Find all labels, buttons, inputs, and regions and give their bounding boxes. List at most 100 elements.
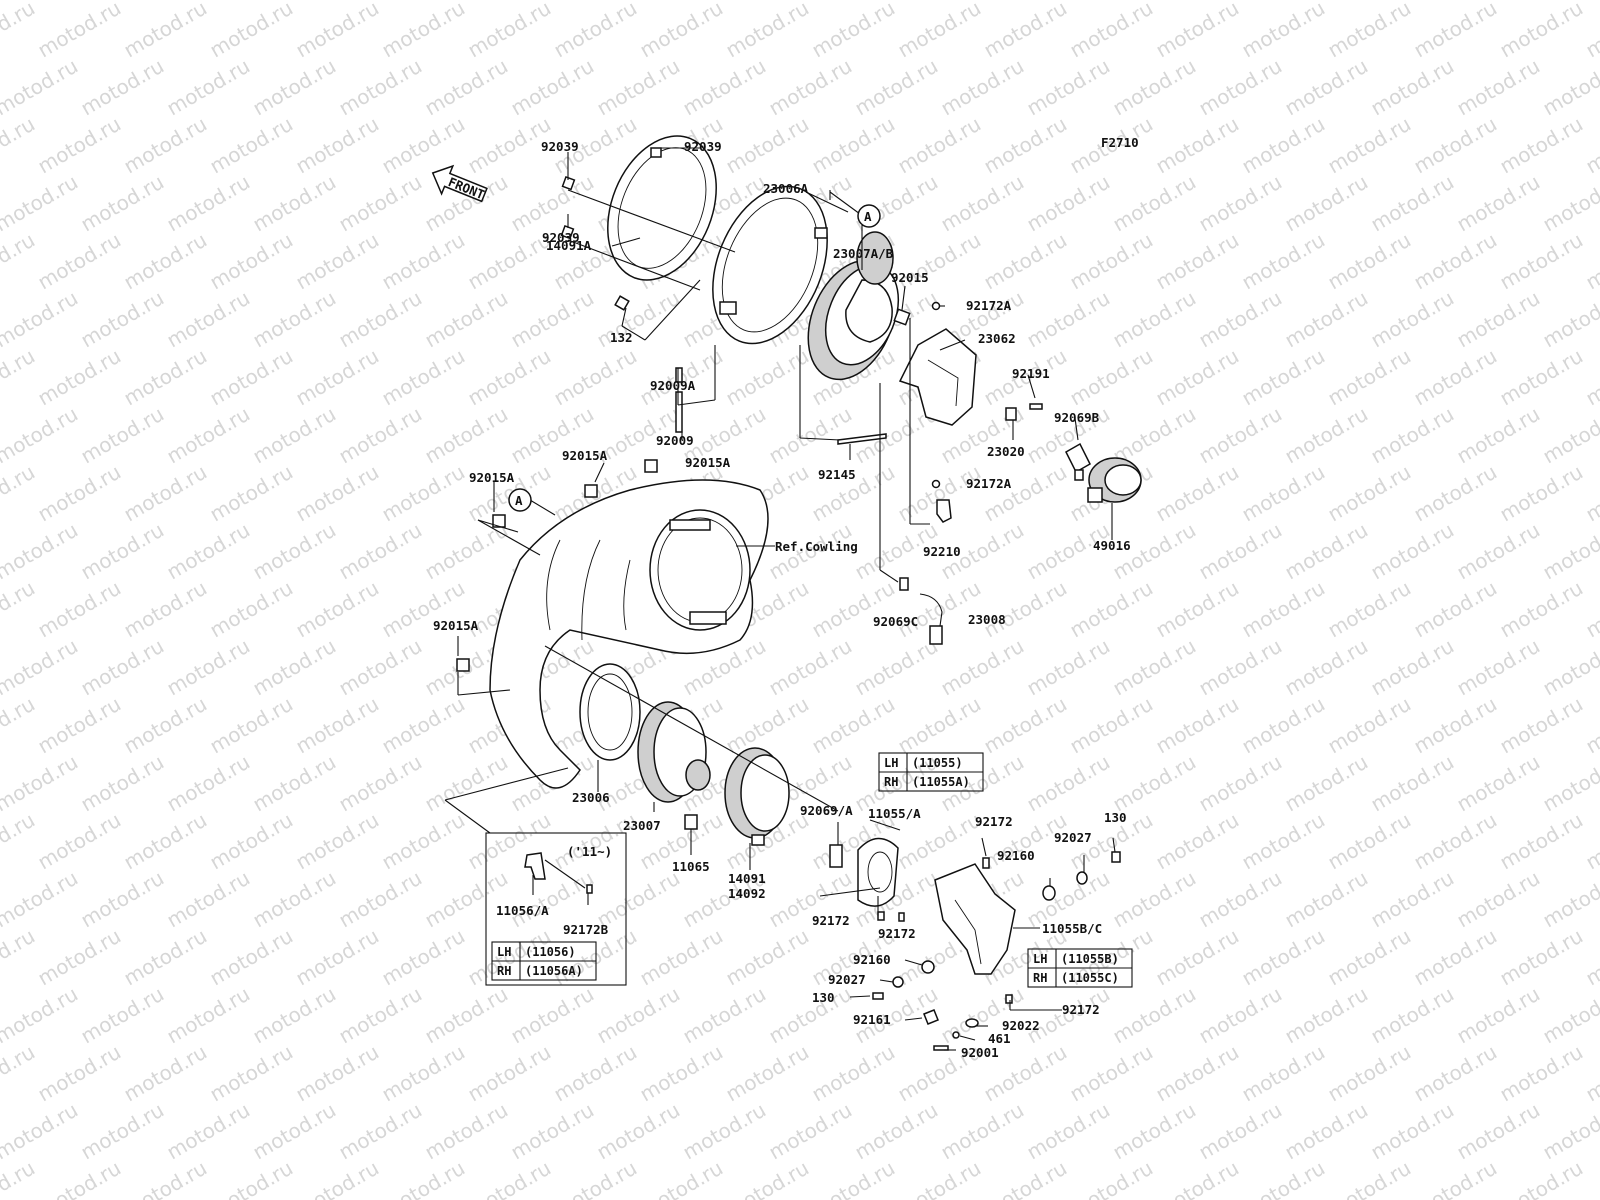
watermark-text: motod.ru [851, 1098, 942, 1165]
watermark-text: motod.ru [335, 402, 426, 469]
watermark-text: motod.ru [1195, 982, 1286, 1049]
watermark-text: motod.ru [937, 634, 1028, 701]
watermark-text: motod.ru [206, 576, 297, 643]
watermark-text: motod.ru [1453, 170, 1544, 237]
watermark-text: motod.ru [1410, 808, 1501, 875]
watermark-text: motod.ru [163, 866, 254, 933]
watermark-text: motod.ru [421, 286, 512, 353]
watermark-text: motod.ru [1582, 924, 1600, 991]
watermark-text: motod.ru [120, 228, 211, 295]
watermark-text: motod.ru [34, 1040, 125, 1107]
watermark-text: motod.ru [1238, 692, 1329, 759]
watermark-text: motod.ru [163, 750, 254, 817]
watermark-text: motod.ru [1023, 54, 1114, 121]
table-11056: LH (11056) RH (11056A) [491, 941, 597, 981]
watermark-text: motod.ru [808, 1156, 899, 1200]
watermark-text: motod.ru [1496, 1040, 1587, 1107]
watermark-text: motod.ru [937, 170, 1028, 237]
watermark-text: motod.ru [292, 460, 383, 527]
watermark-text: motod.ru [722, 692, 813, 759]
watermark-text: motod.ru [77, 402, 168, 469]
watermark-text: motod.ru [0, 402, 82, 469]
watermark-text: motod.ru [1023, 634, 1114, 701]
watermark-text: motod.ru [163, 286, 254, 353]
part-label-92027-a: 92027 [1054, 830, 1092, 845]
watermark-text: motod.ru [1496, 112, 1587, 179]
watermark-text: motod.ru [335, 54, 426, 121]
watermark-text: motod.ru [1238, 1040, 1329, 1107]
table-11056-side-0: LH [497, 945, 511, 959]
watermark-text: motod.ru [722, 924, 813, 991]
watermark-text: motod.ru [1238, 808, 1329, 875]
watermark-text: motod.ru [937, 982, 1028, 1049]
watermark-text: motod.ru [1410, 0, 1501, 62]
watermark-text: motod.ru [722, 1156, 813, 1200]
watermark-text: motod.ru [335, 866, 426, 933]
watermark-text: motod.ru [765, 1098, 856, 1165]
part-label-92015: 92015 [891, 270, 929, 285]
watermark-text: motod.ru [980, 112, 1071, 179]
watermark-text: motod.ru [163, 1098, 254, 1165]
watermark-text: motod.ru [378, 460, 469, 527]
watermark-text: motod.ru [1496, 0, 1587, 62]
small-parts-lower [524, 851, 1121, 1051]
watermark-text: motod.ru [1066, 576, 1157, 643]
watermark-text: motod.ru [1195, 518, 1286, 585]
watermark-text: motod.ru [636, 1040, 727, 1107]
watermark-text: motod.ru [249, 170, 340, 237]
watermark-text: motod.ru [1152, 112, 1243, 179]
watermark-text: motod.ru [249, 866, 340, 933]
watermark-text: motod.ru [1324, 112, 1415, 179]
watermark-text: motod.ru [808, 0, 899, 62]
watermark-text: motod.ru [1367, 866, 1458, 933]
watermark-text: motod.ru [1023, 0, 1114, 4]
watermark-text: motod.ru [1496, 692, 1587, 759]
watermark-text: motod.ru [421, 982, 512, 1049]
watermark-text: motod.ru [34, 228, 125, 295]
part-label-92069A: 92069/A [800, 803, 853, 818]
watermark-text: motod.ru [722, 1040, 813, 1107]
watermark-text: motod.ru [1453, 1098, 1544, 1165]
watermark-text: motod.ru [808, 576, 899, 643]
watermark-text: motod.ru [464, 1156, 555, 1200]
watermark-text: motod.ru [636, 0, 727, 62]
watermark-text: motod.ru [894, 692, 985, 759]
watermark-text: motod.ru [1582, 1040, 1600, 1107]
watermark-text: motod.ru [1539, 518, 1600, 585]
watermark-text: motod.ru [1195, 866, 1286, 933]
part-label-92145: 92145 [818, 467, 856, 482]
watermark-text: motod.ru [1367, 286, 1458, 353]
watermark-text: motod.ru [550, 1040, 641, 1107]
watermark-text: motod.ru [1066, 1156, 1157, 1200]
part-label-23007: 23007 [623, 818, 661, 833]
watermark-text: motod.ru [1367, 634, 1458, 701]
watermark-text: motod.ru [77, 518, 168, 585]
watermark-text: motod.ru [1324, 692, 1415, 759]
watermark-text: motod.ru [507, 0, 598, 4]
watermark-text: motod.ru [335, 518, 426, 585]
watermark-text: motod.ru [1367, 750, 1458, 817]
watermark-text: motod.ru [593, 286, 684, 353]
watermark-text: motod.ru [464, 344, 555, 411]
watermark-text: motod.ru [77, 54, 168, 121]
watermark-text: motod.ru [34, 692, 125, 759]
watermark-text: motod.ru [163, 54, 254, 121]
circle-ref-a-upper-label: A [864, 209, 872, 224]
watermark-text: motod.ru [378, 0, 469, 62]
watermark-text: motod.ru [1539, 170, 1600, 237]
part-label-130-b: 130 [812, 990, 835, 1005]
watermark-text: motod.ru [0, 576, 39, 643]
watermark-text: motod.ru [1582, 0, 1600, 62]
watermark-text: motod.ru [1582, 460, 1600, 527]
watermark-text: motod.ru [1109, 54, 1200, 121]
watermark-text: motod.ru [335, 1098, 426, 1165]
watermark-text: motod.ru [1367, 518, 1458, 585]
part-label-11055BC: 11055B/C [1042, 921, 1102, 936]
year-note-frame [485, 832, 627, 986]
watermark-text: motod.ru [34, 1156, 125, 1200]
watermark-text: motod.ru [120, 1040, 211, 1107]
watermark-text: motod.ru [980, 576, 1071, 643]
watermark-text: motod.ru [0, 866, 82, 933]
watermark-text: motod.ru [1281, 866, 1372, 933]
watermark-text: motod.ru [1496, 1156, 1587, 1200]
